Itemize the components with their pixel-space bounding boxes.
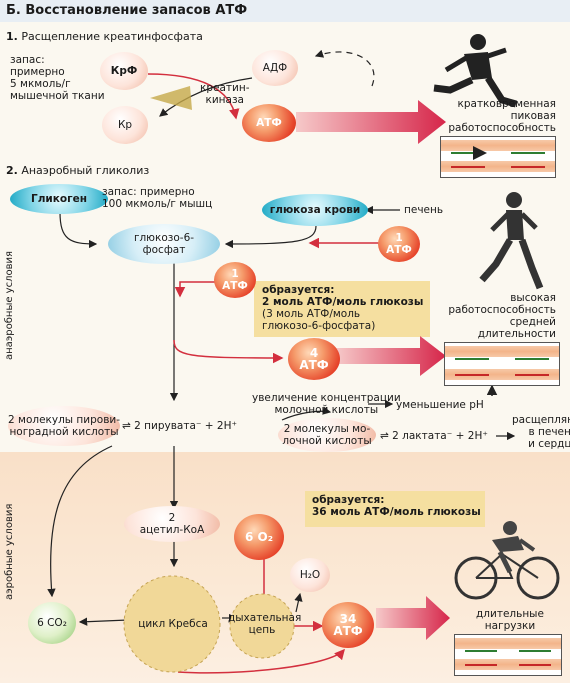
medium-term-result: высокая работоспособность средней длител… [448,292,556,340]
cyclist-icon [454,521,560,600]
adp-node: АДФ [252,50,298,86]
blood-glucose-to-g6p-arrow [224,225,317,249]
water-node: H₂O [290,558,330,592]
co2-node: 6 CO₂ [28,602,76,644]
short-term-result: кратковременная пиковая работоспособност… [448,98,556,134]
krebs-to-co2-arrow [78,617,129,626]
atp2-input-arrow [174,281,216,298]
adp-to-cr-arrow [159,77,253,117]
runner-icon [479,192,544,290]
pyruvate-to-lactic-arrow [281,406,332,421]
lactic-acid-node: 2 молекулы мо-лочной кислоты [278,418,376,452]
oxygen-node: 6 O₂ [234,514,284,560]
lactate-text: ⇌ 2 лактата⁻ + 2H⁺ [380,430,488,442]
atp-node-section1: АТФ [242,104,296,142]
creatine-phosphate-node: КрФ [100,52,148,90]
to-atp4-arrow [173,339,284,364]
glycogen-to-g6p-arrow [59,211,98,249]
crp-to-atp-arrow [147,73,240,120]
liver-label: печень [404,204,444,216]
krebs-bottom-red-arrow [177,648,345,674]
aerobic-conditions-label: аэробные условия [4,503,15,600]
long-term-muscle-panel [454,634,562,676]
glycolysis-yield-text: образуется: 2 моль АТФ/моль глюкозы (3 м… [262,284,424,332]
blood-glucose-node: глюкоза крови [262,194,368,226]
short-term-big-arrow [296,100,446,144]
krebs-ring [123,575,221,673]
aerobic-yield-box [305,491,485,527]
chain-to-water-arrow [294,592,303,613]
creatine-kinase-label: креатин-киназа [200,82,250,106]
to-co2-arrow [47,445,113,598]
creatine-node: Кр [102,106,148,144]
long-term-big-arrow [376,596,450,640]
section2-title: 2. Анаэробный гликолиз [6,164,150,177]
section1-title: 1. Расщепление креатинфосфата [6,30,203,43]
aerobic-yield-text: образуется: 36 моль АТФ/моль глюкозы [312,494,481,518]
medium-term-muscle-panel [444,342,560,386]
pyruvic-acid-node: 2 молекулы пирови-ноградной кислоты [8,406,120,446]
glycogen-node: Гликоген [10,184,108,214]
resp-chain-ring [229,593,295,659]
section1-reserve: запас: примерно 5 мкмоль/г мышечной ткан… [10,54,105,102]
sprinter-icon [433,34,517,108]
pyruvate-text: ⇌ 2 пирувата⁻ + 2H⁺ [122,420,238,432]
medium-term-big-arrow [336,336,446,376]
ph-decrease-text: уменьшение pH [396,399,484,411]
page-title: Б. Восстановление запасов АТФ [6,3,248,18]
short-term-muscle-panel [440,136,556,178]
krebs-cycle-label: цикл Кребса [138,618,208,630]
glycolysis-yield-box [254,281,430,337]
anaerobic-conditions-label: анаэробные условия [4,250,15,360]
page-header: Б. Восстановление запасов АТФ [0,0,570,22]
kinase-flare [150,86,192,110]
atp-regeneration-dashed-arrow [314,49,375,87]
glucose-6-phosphate-node: глюкозо-6-фосфат [108,224,220,264]
